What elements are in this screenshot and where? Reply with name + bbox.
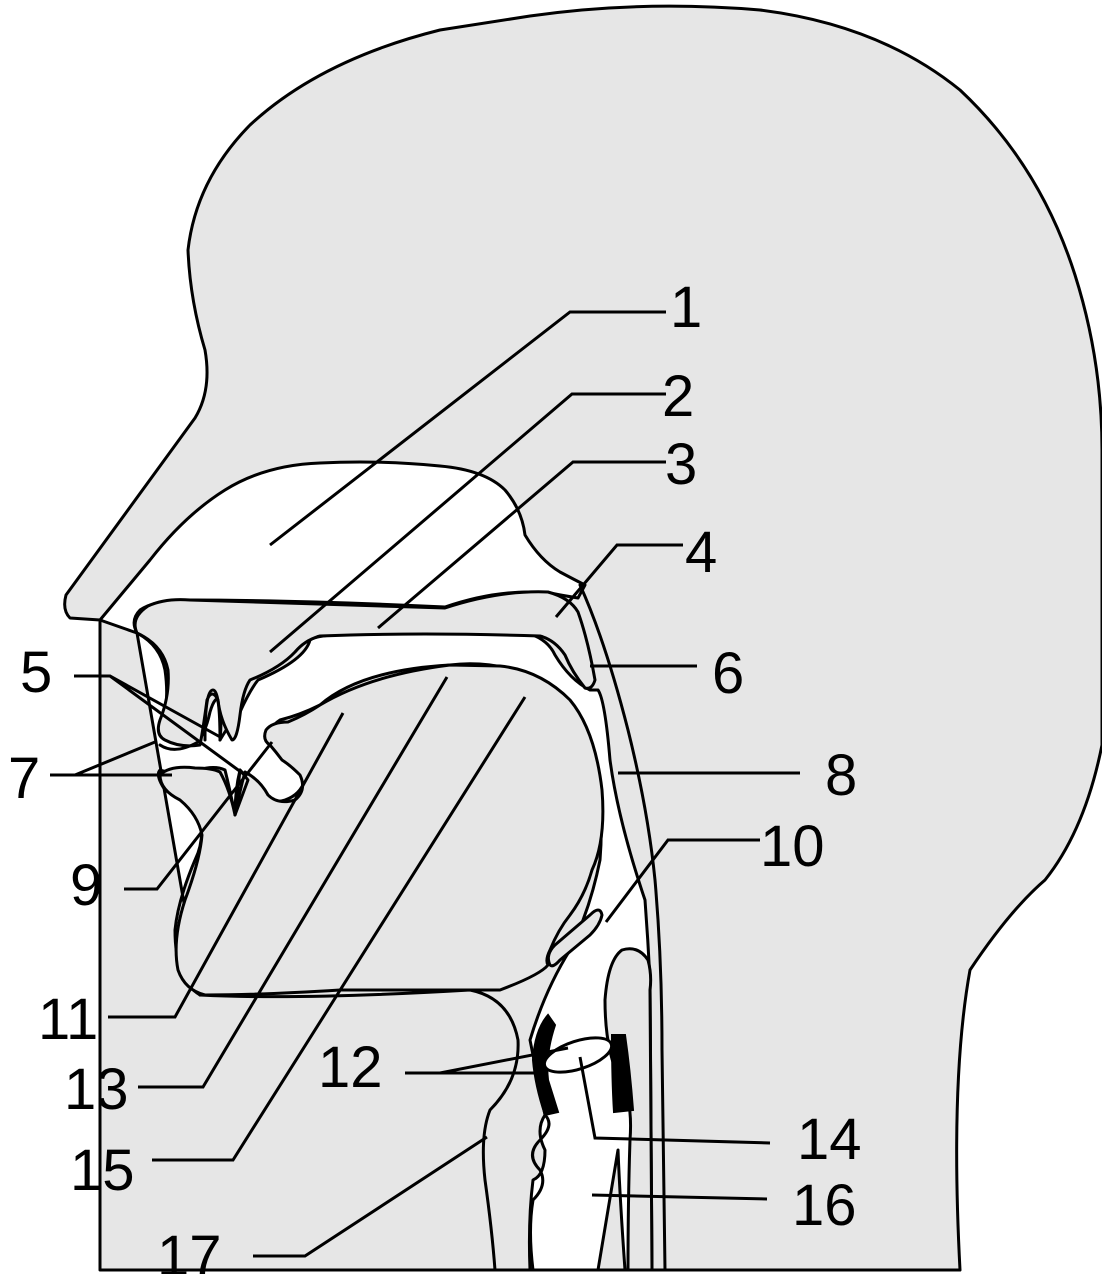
label-5: 5 <box>20 640 52 705</box>
label-1: 1 <box>670 275 702 340</box>
label-4: 4 <box>685 520 717 585</box>
label-12: 12 <box>318 1035 383 1100</box>
label-10: 10 <box>760 814 825 879</box>
label-2: 2 <box>662 364 694 429</box>
label-14: 14 <box>797 1107 862 1172</box>
label-8: 8 <box>825 743 857 808</box>
label-6: 6 <box>712 641 744 706</box>
label-3: 3 <box>665 432 697 497</box>
label-16: 16 <box>792 1173 857 1238</box>
label-15: 15 <box>70 1138 135 1203</box>
label-11: 11 <box>38 987 98 1052</box>
label-13: 13 <box>64 1057 129 1122</box>
label-9: 9 <box>70 853 102 918</box>
label-7: 7 <box>8 746 40 811</box>
label-17: 17 <box>157 1224 222 1274</box>
